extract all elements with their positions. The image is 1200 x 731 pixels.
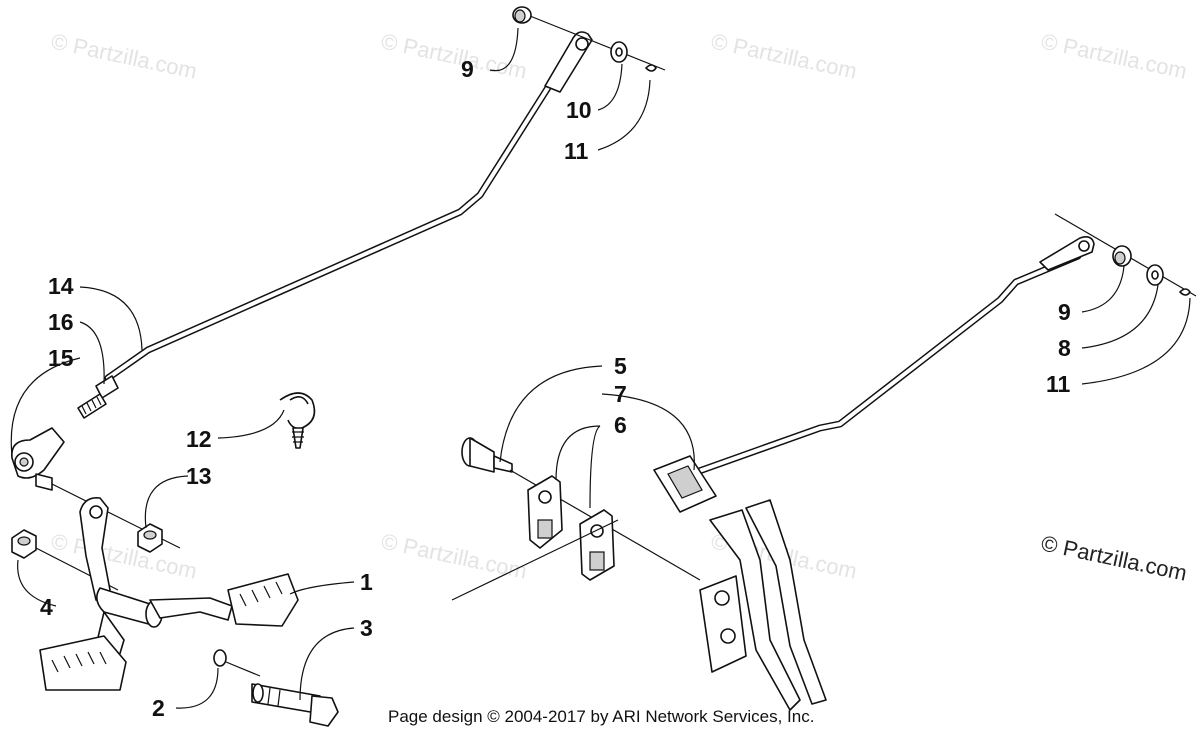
brand-text: © Partzilla.com (1039, 530, 1189, 585)
watermark: © Partzilla.com (379, 528, 529, 583)
callouts: 9 10 11 14 16 15 12 13 4 1 3 2 5 7 6 9 8… (40, 56, 1071, 721)
nut-4 (11, 529, 119, 591)
callout-11-right: 11 (1046, 371, 1071, 397)
callout-1: 1 (360, 569, 373, 595)
shift-rod-upper (77, 31, 593, 419)
callout-6: 6 (614, 412, 627, 438)
callout-14: 14 (48, 273, 74, 299)
callout-8: 8 (1058, 335, 1071, 361)
ball-joint (11, 427, 181, 549)
pivot-bolt (213, 649, 339, 727)
callout-12: 12 (186, 426, 212, 452)
callout-4: 4 (40, 594, 53, 620)
frame (699, 499, 827, 711)
callout-9: 9 (461, 56, 474, 82)
watermark: © Partzilla.com (379, 28, 529, 83)
watermark: © Partzilla.com (1039, 28, 1189, 83)
grommet (653, 455, 717, 513)
callout-13: 13 (186, 463, 212, 489)
watermark: © Partzilla.com (709, 28, 859, 83)
callout-11: 11 (564, 138, 589, 164)
callout-15: 15 (48, 345, 74, 371)
watermark: © Partzilla.com (49, 28, 199, 83)
callout-2: 2 (152, 695, 165, 721)
watermark: © Partzilla.com (49, 528, 199, 583)
lower-hardware (1112, 245, 1191, 296)
callout-3: 3 (360, 615, 373, 641)
leader-lines (10, 27, 1191, 709)
footer-copyright: Page design © 2004-2017 by ARI Network S… (388, 707, 814, 726)
callout-16: 16 (48, 309, 74, 335)
hose-clamp (279, 392, 316, 449)
shift-rod-lower (684, 213, 1197, 479)
callout-5: 5 (614, 353, 627, 379)
pedal (39, 496, 299, 691)
brackets (451, 475, 619, 601)
callout-7: 7 (614, 381, 627, 407)
callout-9-right: 9 (1058, 299, 1071, 325)
watermarks: © Partzilla.com © Partzilla.com © Partzi… (49, 28, 1189, 583)
upper-hardware (512, 6, 666, 72)
nut-13 (137, 523, 163, 553)
callout-10: 10 (566, 97, 592, 123)
